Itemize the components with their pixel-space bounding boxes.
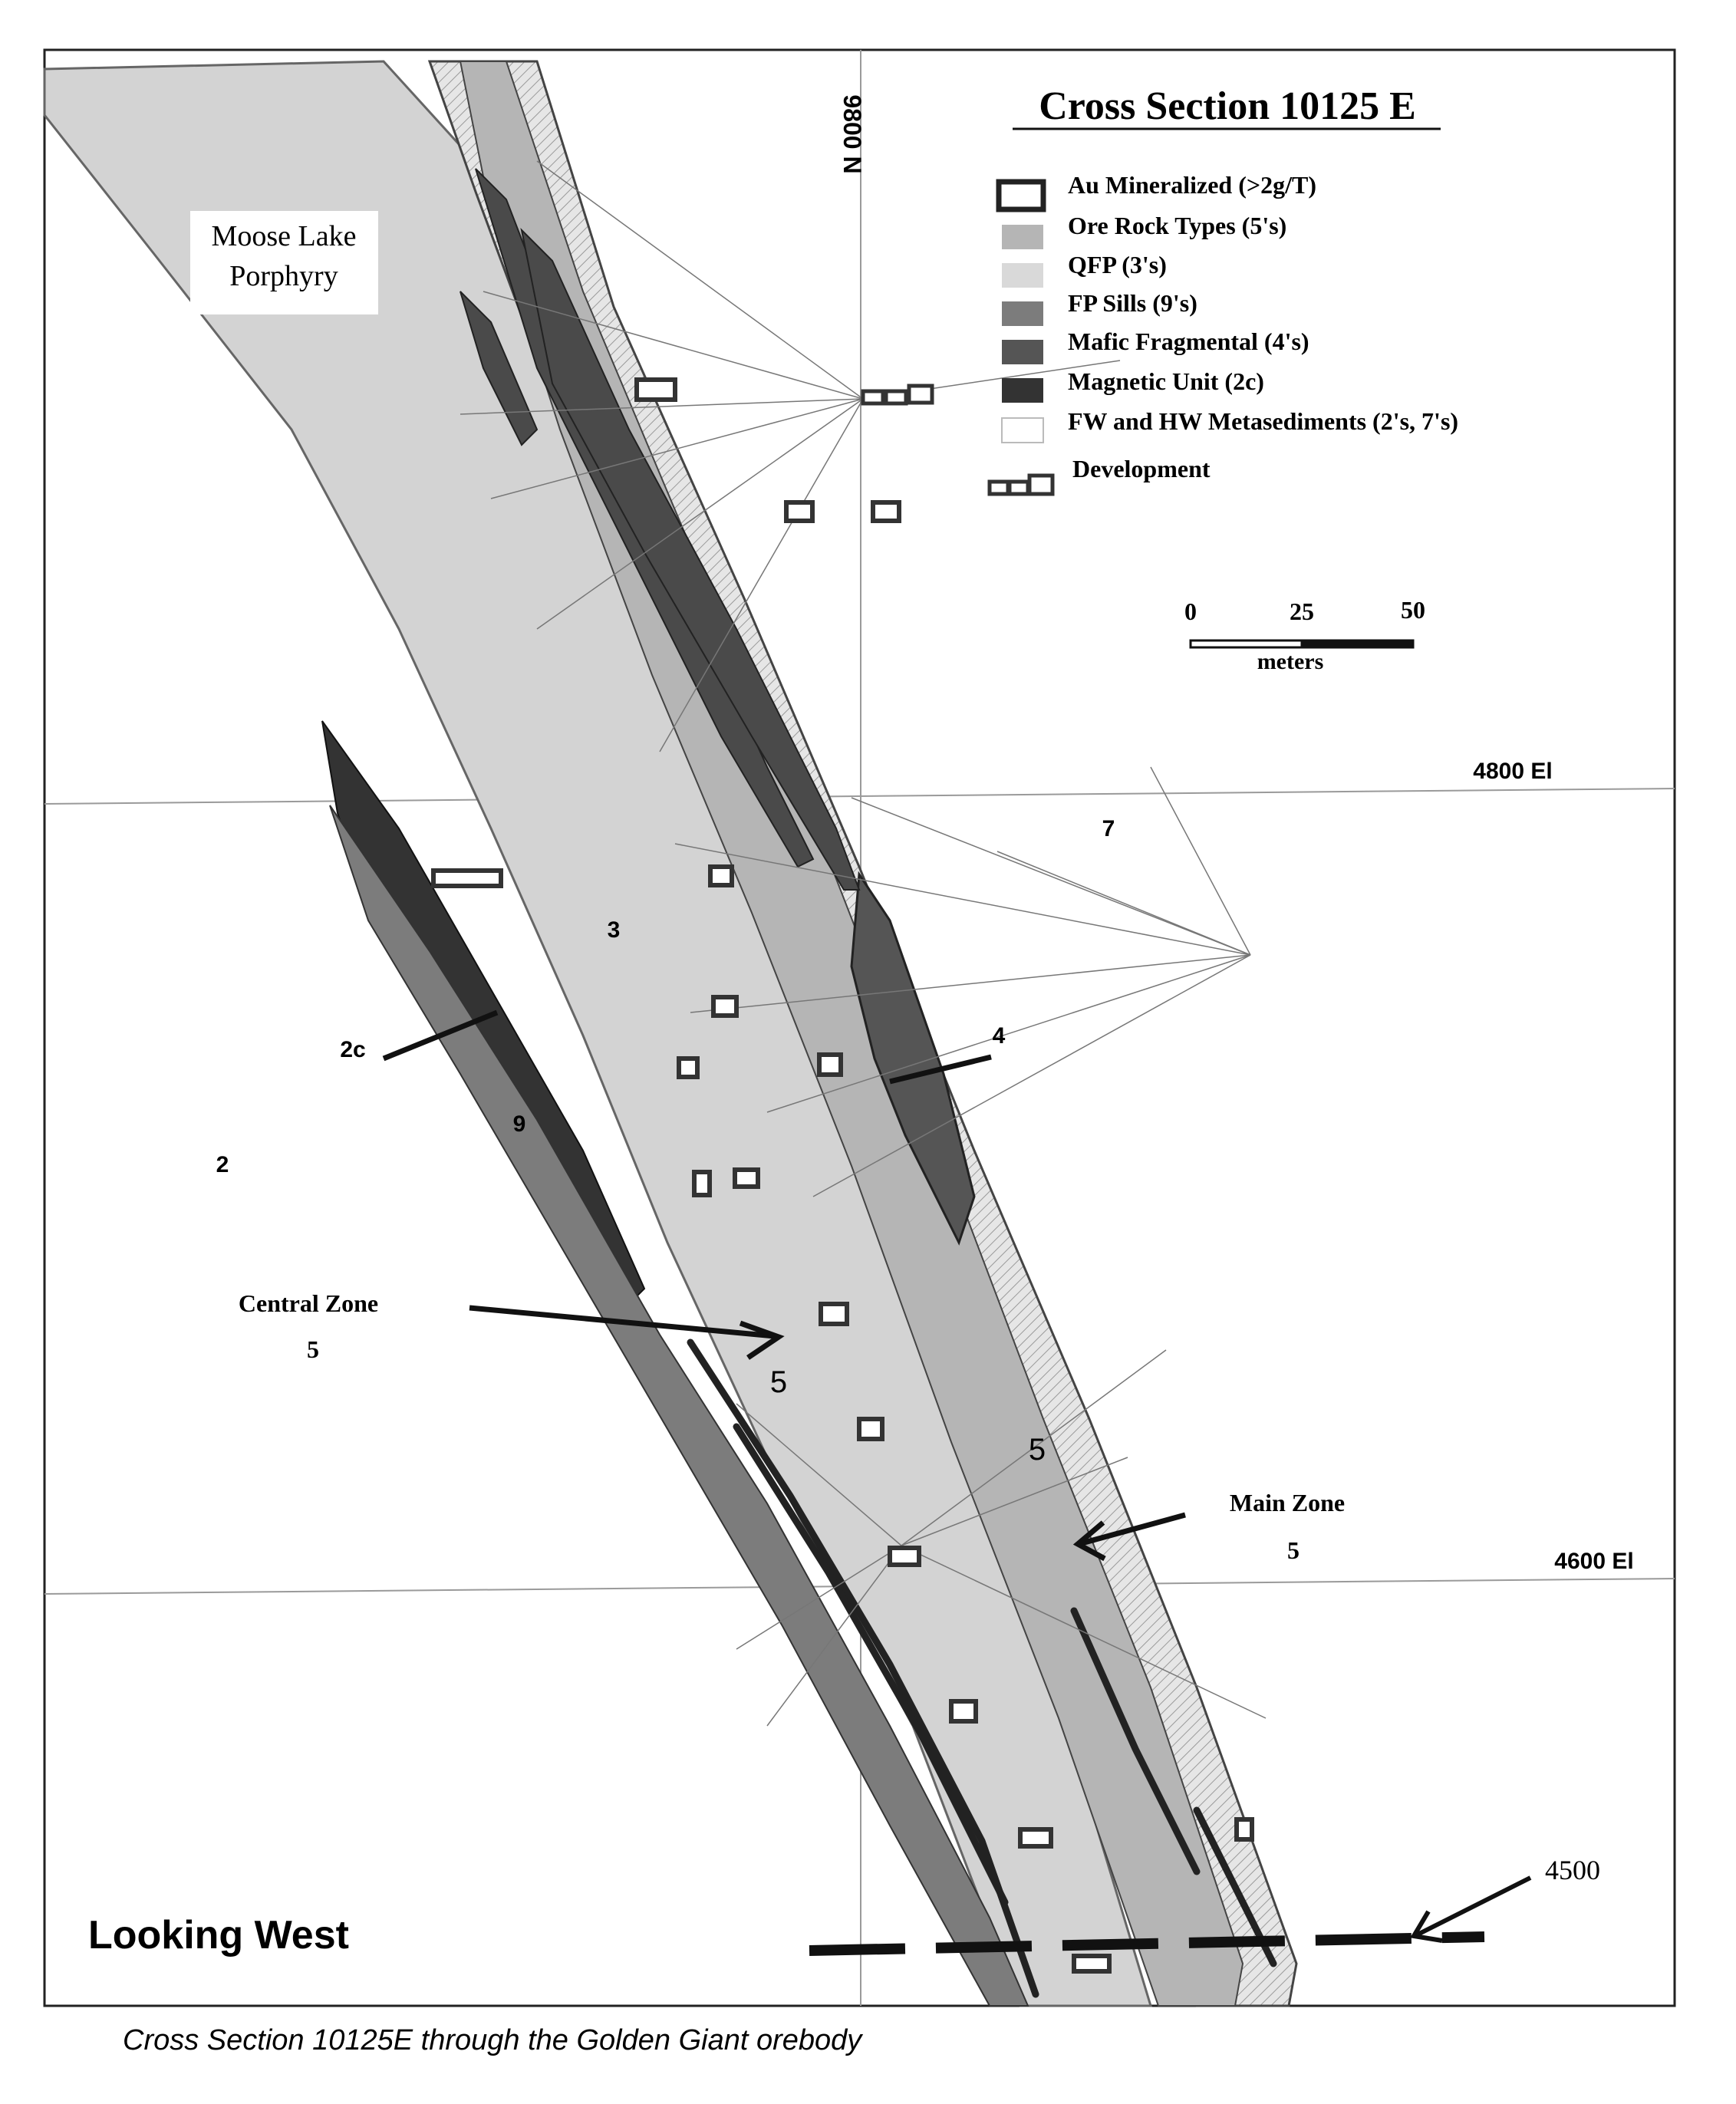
grid-label-northing: 9800 N <box>838 94 866 173</box>
main-zone-label: Main Zone <box>1230 1489 1345 1516</box>
central-ore-5: 5 <box>770 1365 787 1399</box>
unit-label-7: 7 <box>1102 816 1115 841</box>
grid-label-4600: 4600 El <box>1554 1549 1633 1574</box>
legend: Au Mineralized (>2g/T) Ore Rock Types (5… <box>987 171 1458 496</box>
legend-swatch-magnetic <box>1002 378 1043 403</box>
central-zone-arrow <box>469 1305 785 1360</box>
legend-label-mafic: Mafic Fragmental (4's) <box>1068 328 1309 355</box>
grid-label-4800: 4800 El <box>1473 759 1552 784</box>
central-zone-label: Central Zone <box>239 1289 378 1317</box>
development-shaft-station <box>861 384 934 406</box>
drill-traces <box>460 160 1267 1727</box>
central-zone-code: 5 <box>307 1335 319 1363</box>
legend-label-magnetic: Magnetic Unit (2c) <box>1068 367 1264 395</box>
scale-tick-50: 50 <box>1401 596 1425 624</box>
porphyry-label-line2: Porphyry <box>229 260 338 292</box>
main-zone-arrow <box>1072 1512 1186 1562</box>
unit-label-4: 4 <box>993 1023 1006 1049</box>
page-title: Cross Section 10125 E <box>1039 84 1416 128</box>
unit-label-9: 9 <box>513 1111 526 1137</box>
main-ore-5: 5 <box>1029 1433 1046 1467</box>
porphyry-label-box <box>190 211 378 314</box>
fp-sill-9 <box>329 805 1029 2007</box>
scale-unit: meters <box>1257 649 1324 674</box>
legend-label-metased: FW and HW Metasediments (2's, 7's) <box>1068 407 1458 435</box>
scale-tick-25: 25 <box>1290 598 1314 625</box>
mafic-fragmental-unit <box>850 871 976 1246</box>
legend-swatch-fp <box>1002 301 1043 326</box>
legend-label-au: Au Mineralized (>2g/T) <box>1068 171 1316 199</box>
legend-swatch-development <box>987 473 1055 496</box>
au-mineralized-outlines <box>431 377 1254 1974</box>
legend-label-qfp: QFP (3's) <box>1068 251 1167 278</box>
legend-swatch-au <box>996 179 1046 212</box>
legend-label-fp: FP Sills (9's) <box>1068 289 1197 317</box>
main-zone-code: 5 <box>1287 1536 1300 1564</box>
scale-bar: 0 25 50 meters <box>1184 596 1425 674</box>
scale-tick-0: 0 <box>1184 598 1197 625</box>
legend-swatch-qfp <box>1002 263 1043 288</box>
porphyry-label-line1: Moose Lake <box>212 220 357 252</box>
figure-caption: Cross Section 10125E through the Golden … <box>123 2024 863 2056</box>
level-4500-dashed-line <box>809 1931 1485 1956</box>
view-direction-label: Looking West <box>88 1913 349 1957</box>
legend-label-ore: Ore Rock Types (5's) <box>1068 212 1286 239</box>
unit-label-2c: 2c <box>340 1037 365 1062</box>
legend-swatch-metased <box>1001 417 1044 443</box>
legend-label-development: Development <box>1072 455 1211 482</box>
legend-swatch-ore <box>1002 225 1043 249</box>
dark-unit-streaks <box>460 168 861 891</box>
level-4500-arrow <box>1410 1875 1532 1943</box>
pointer-lines <box>382 1009 992 1085</box>
unit-label-2: 2 <box>216 1152 229 1177</box>
legend-swatch-mafic <box>1002 340 1043 364</box>
unit-label-3: 3 <box>608 917 621 943</box>
level-4500-label: 4500 <box>1545 1855 1600 1885</box>
